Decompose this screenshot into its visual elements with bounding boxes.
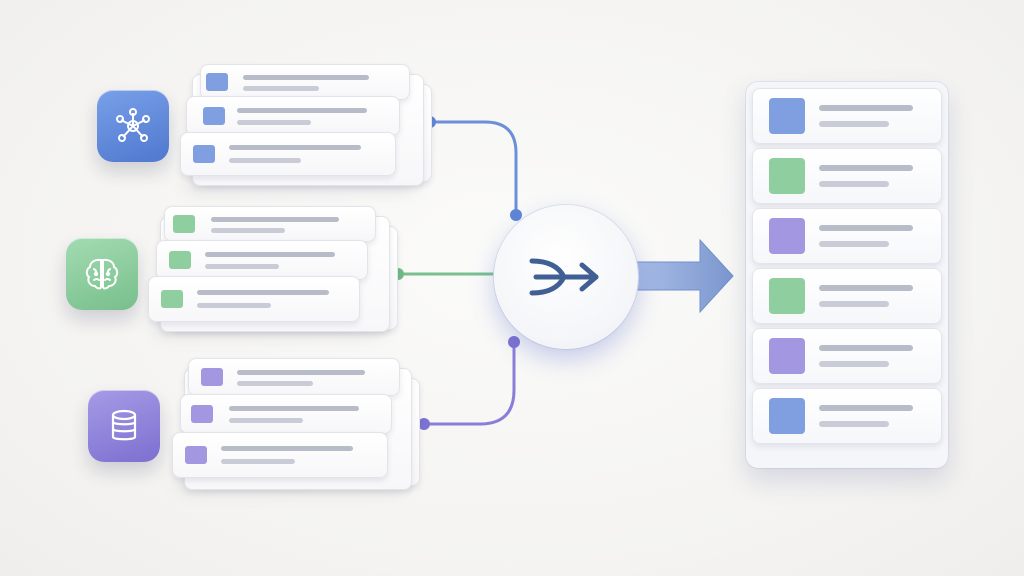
list-item: [180, 394, 392, 434]
item-color-square: [206, 73, 228, 91]
output-item-color-square: [769, 278, 805, 314]
item-color-square: [201, 368, 223, 386]
output-list-panel: [746, 82, 948, 468]
output-item-line-short: [819, 121, 889, 127]
output-item-color-square: [769, 158, 805, 194]
item-color-square: [191, 405, 213, 423]
item-color-square: [203, 107, 225, 125]
output-item-color-square: [769, 338, 805, 374]
output-item-line: [819, 165, 913, 171]
brain-icon: [66, 238, 138, 310]
merge-node: [494, 205, 638, 349]
connector-node-network-end: [510, 209, 522, 221]
list-item: [164, 206, 376, 242]
output-item-color-square: [769, 98, 805, 134]
right-arrow-icon: [635, 238, 734, 314]
output-list-item: [752, 388, 942, 444]
output-item-line-short: [819, 301, 889, 307]
database-icon: [88, 390, 160, 462]
output-item-line: [819, 345, 913, 351]
output-item-color-square: [769, 218, 805, 254]
item-color-square: [185, 446, 207, 464]
item-color-square: [193, 145, 215, 163]
list-item: [180, 132, 396, 176]
item-color-square: [169, 251, 191, 269]
output-item-color-square: [769, 398, 805, 434]
list-item: [156, 240, 368, 280]
list-item: [186, 96, 400, 136]
merge-arrows-icon: [529, 258, 599, 296]
output-item-line: [819, 225, 913, 231]
connector-node-database-end: [508, 336, 520, 348]
output-item-line-short: [819, 361, 889, 367]
item-color-square: [173, 215, 195, 233]
output-item-line: [819, 405, 913, 411]
connector-network: [430, 120, 518, 215]
item-color-square: [161, 290, 183, 308]
list-item: [188, 358, 400, 396]
list-item: [200, 64, 410, 100]
list-item: [172, 432, 388, 478]
output-list-item: [752, 268, 942, 324]
output-list-item: [752, 148, 942, 204]
output-list-item: [752, 328, 942, 384]
output-item-line-short: [819, 421, 889, 427]
network-icon: [97, 90, 169, 162]
output-list-item: [752, 208, 942, 264]
connector-database: [424, 342, 516, 426]
output-list-item: [752, 88, 942, 144]
list-item: [148, 276, 360, 322]
output-item-line-short: [819, 241, 889, 247]
output-item-line: [819, 105, 913, 111]
output-item-line-short: [819, 181, 889, 187]
output-item-line: [819, 285, 913, 291]
